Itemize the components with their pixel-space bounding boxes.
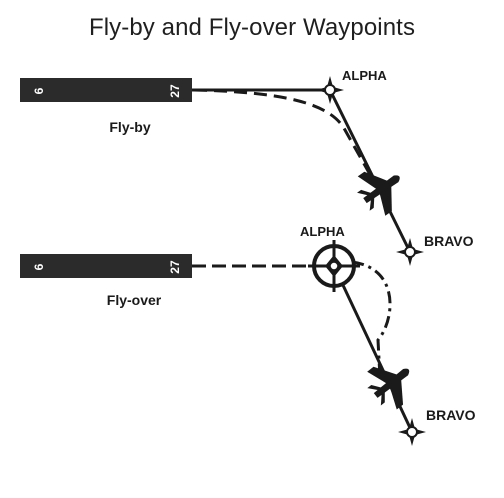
flyby-alpha-label: ALPHA bbox=[342, 68, 387, 83]
flyover-bravo-waypoint-icon bbox=[397, 417, 427, 447]
flyby-turn-path bbox=[193, 88, 392, 211]
flyover-planned-track bbox=[332, 265, 414, 433]
flyover-turn-path bbox=[351, 260, 392, 379]
flyover-aircraft-icon bbox=[359, 350, 424, 416]
flyover-runway-number-left: 6 bbox=[32, 263, 46, 270]
flyover-runway-number-right: 27 bbox=[168, 260, 182, 274]
flyover-caption: Fly-over bbox=[107, 292, 162, 308]
flyby-aircraft-icon bbox=[349, 156, 414, 222]
flyby-bravo-waypoint-icon bbox=[395, 237, 425, 267]
flyover-runway bbox=[20, 254, 192, 278]
flyover-group: 6 27 ALPHA BRAVO Fly-over bbox=[20, 224, 476, 447]
flyby-runway-number-left: 6 bbox=[32, 87, 46, 94]
flyover-bravo-label: BRAVO bbox=[426, 407, 476, 423]
flyby-runway-number-right: 27 bbox=[168, 84, 182, 98]
flyby-alpha-waypoint-icon bbox=[315, 75, 345, 105]
flyby-bravo-label: BRAVO bbox=[424, 233, 474, 249]
flyby-group: 6 27 ALPHA BRAVO Fly-by bbox=[20, 68, 474, 267]
diagram-title: Fly-by and Fly-over Waypoints bbox=[88, 14, 416, 41]
flyby-runway bbox=[20, 78, 192, 102]
flyover-alpha-waypoint-icon bbox=[308, 240, 360, 292]
flyby-caption: Fly-by bbox=[109, 119, 150, 135]
flyover-alpha-label: ALPHA bbox=[300, 224, 345, 239]
